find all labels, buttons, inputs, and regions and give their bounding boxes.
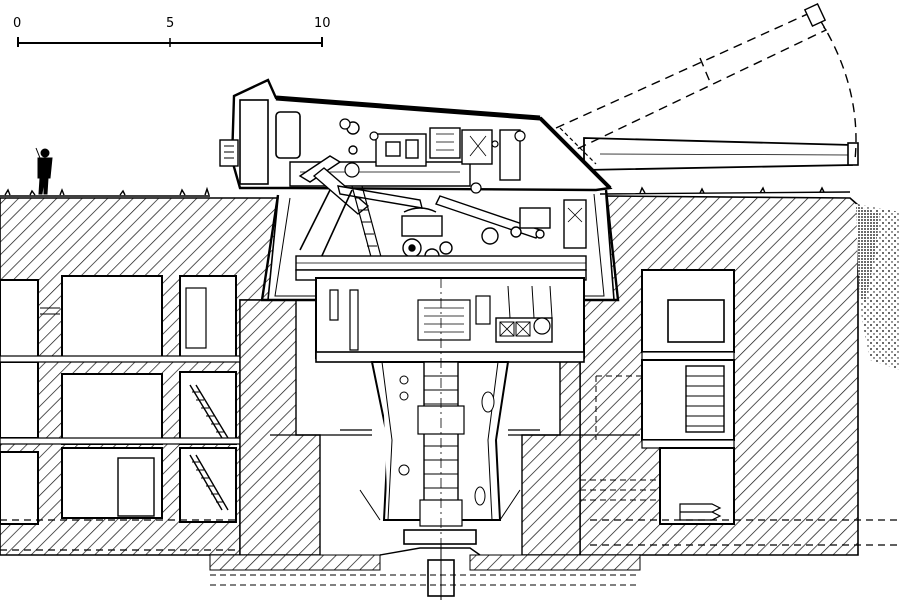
gun-breech-mechanism — [289, 121, 587, 281]
scale-label-0: 0 — [13, 16, 22, 31]
elevated-muzzle — [803, 2, 827, 28]
scale-bar — [17, 37, 323, 47]
ammunition-hoist — [270, 361, 640, 545]
scale-label-5: 5 — [166, 16, 175, 31]
right-casemate-block — [560, 195, 900, 556]
ground-line — [0, 186, 851, 197]
rock-outcrop-dense — [856, 206, 880, 300]
left-casemate-block — [0, 197, 279, 556]
gun-barrel — [583, 137, 859, 171]
handwheels — [339, 118, 526, 194]
working-chamber — [315, 277, 585, 363]
soldier-figure — [35, 147, 53, 195]
scale-label-10: 10 — [314, 16, 331, 31]
